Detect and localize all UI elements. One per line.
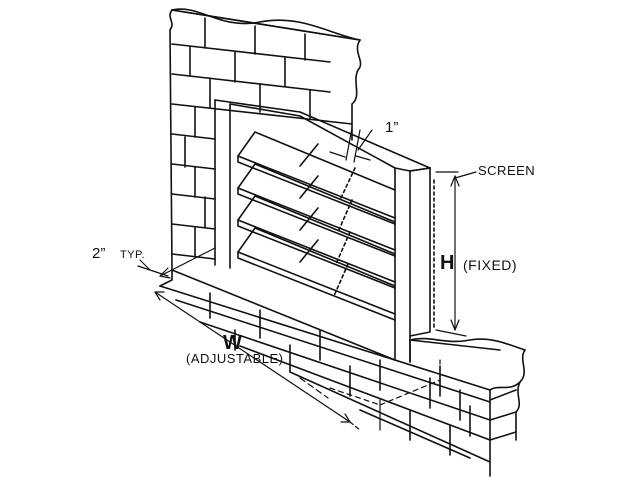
label-two-inch: 2” <box>92 245 106 262</box>
dimension-height <box>435 171 477 337</box>
dimension-one-inch <box>329 127 373 163</box>
dimension-width <box>154 291 441 431</box>
label-h: H <box>440 252 455 274</box>
label-screen: SCREEN <box>478 163 536 178</box>
label-fixed: (FIXED) <box>463 257 518 273</box>
louver-blades <box>237 131 396 321</box>
dimension-two-inch <box>137 247 216 279</box>
label-typ: TYP. <box>120 249 146 261</box>
label-w: W <box>223 332 242 354</box>
label-one-inch: 1” <box>385 119 399 136</box>
upper-wall <box>169 8 362 271</box>
lower-wall <box>159 269 526 477</box>
label-adjustable: (ADJUSTABLE) <box>186 351 284 366</box>
